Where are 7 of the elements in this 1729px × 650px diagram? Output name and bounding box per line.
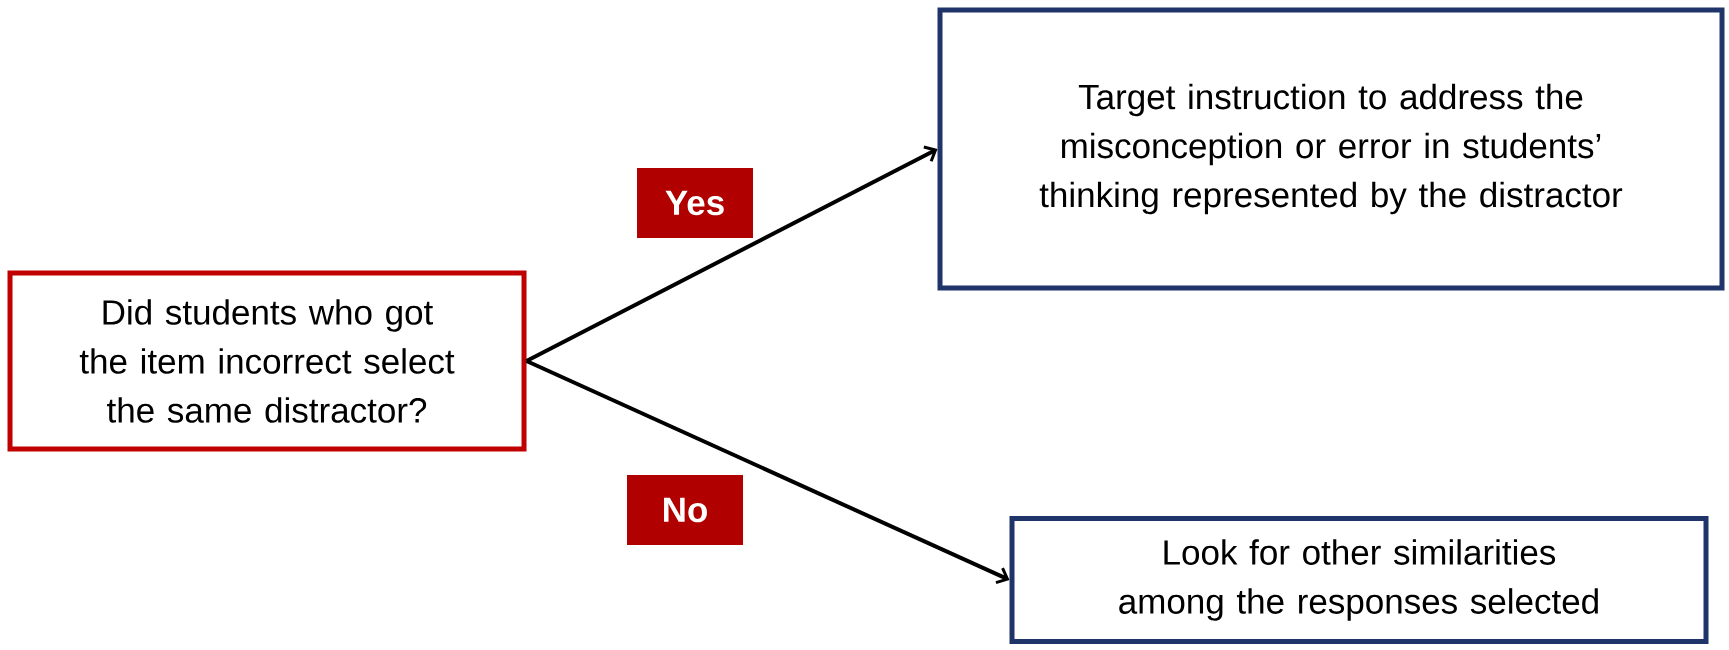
- process-box: Did students who got the item incorrect select the same distractor?: [7, 270, 527, 452]
- edge-label: Yes: [637, 168, 753, 238]
- process-box: Target instruction to address the misconception or error in students’ thinking represented by the distractor: [937, 7, 1725, 291]
- process-box: Look for other similarities among the responses selected: [1009, 516, 1709, 644]
- arrow: [525, 359, 1010, 585]
- edge-label: No: [627, 475, 743, 545]
- arrow: [525, 145, 938, 363]
